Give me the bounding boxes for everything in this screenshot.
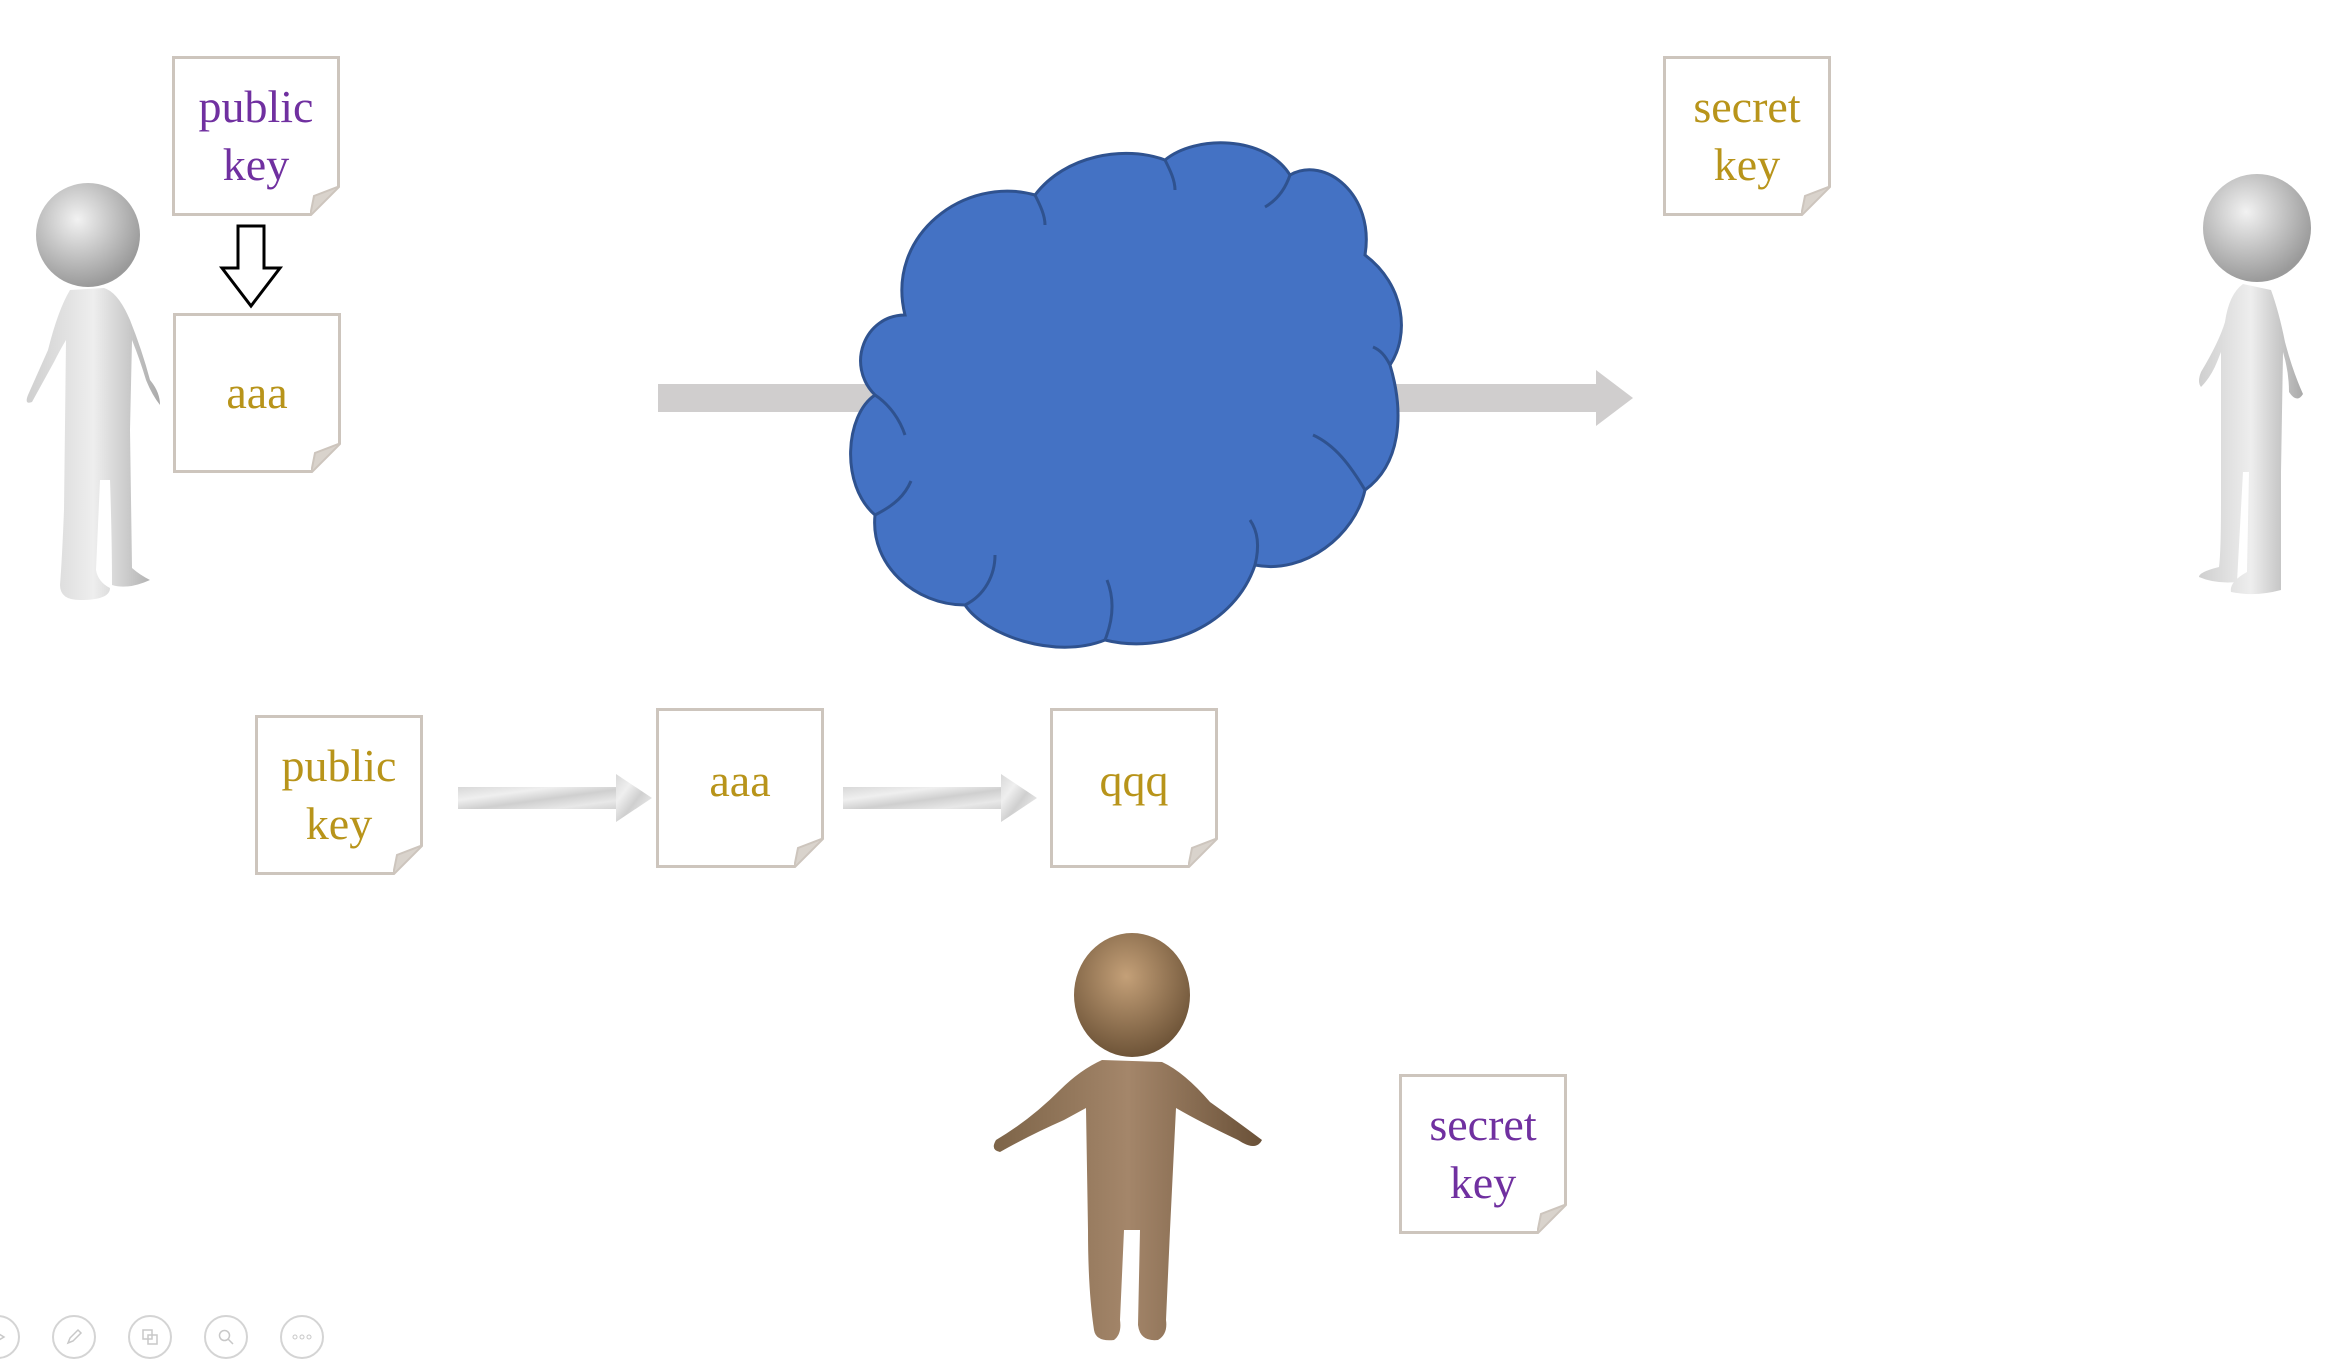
note-text: qqq <box>1099 755 1169 806</box>
note-qqq-row: qqq <box>1050 708 1218 868</box>
note-secret-key-bottom: secret key <box>1399 1074 1567 1234</box>
note-line-2: key <box>222 139 290 190</box>
note-line-1: secret <box>1693 81 1801 132</box>
zoom-icon[interactable] <box>204 1315 248 1359</box>
note-line-2: key <box>1449 1157 1517 1208</box>
note-line-1: public <box>281 740 397 791</box>
note-text: aaa <box>226 367 288 418</box>
slides-icon[interactable] <box>128 1315 172 1359</box>
note-line-1: secret <box>1429 1099 1537 1150</box>
flow-arrow-1 <box>458 774 652 822</box>
note-line-2: key <box>305 798 373 849</box>
note-aaa-row: aaa <box>656 708 824 868</box>
page-curl-icon <box>310 186 340 216</box>
note-aaa-top: aaa <box>173 313 341 473</box>
play-icon[interactable] <box>0 1315 20 1359</box>
page-curl-icon <box>1188 838 1218 868</box>
pen-icon[interactable] <box>52 1315 96 1359</box>
left-person-figure <box>26 183 160 600</box>
page-curl-icon <box>311 443 341 473</box>
note-text: aaa <box>709 755 771 806</box>
right-person-figure <box>2199 174 2311 595</box>
page-curl-icon <box>794 838 824 868</box>
network-cloud <box>849 141 1403 649</box>
encrypt-down-arrow <box>218 224 284 309</box>
note-secret-key-top: secret key <box>1663 56 1831 216</box>
page-curl-icon <box>1537 1204 1567 1234</box>
note-public-key-row: public key <box>255 715 423 875</box>
note-public-key-top: public key <box>172 56 340 216</box>
note-line-1: public <box>198 81 314 132</box>
more-icon[interactable] <box>280 1315 324 1359</box>
note-line-2: key <box>1713 139 1781 190</box>
presentation-toolbar <box>0 1312 324 1362</box>
eavesdropper-figure <box>993 933 1262 1341</box>
page-curl-icon <box>1801 186 1831 216</box>
flow-arrow-2 <box>843 774 1037 822</box>
page-curl-icon <box>393 845 423 875</box>
